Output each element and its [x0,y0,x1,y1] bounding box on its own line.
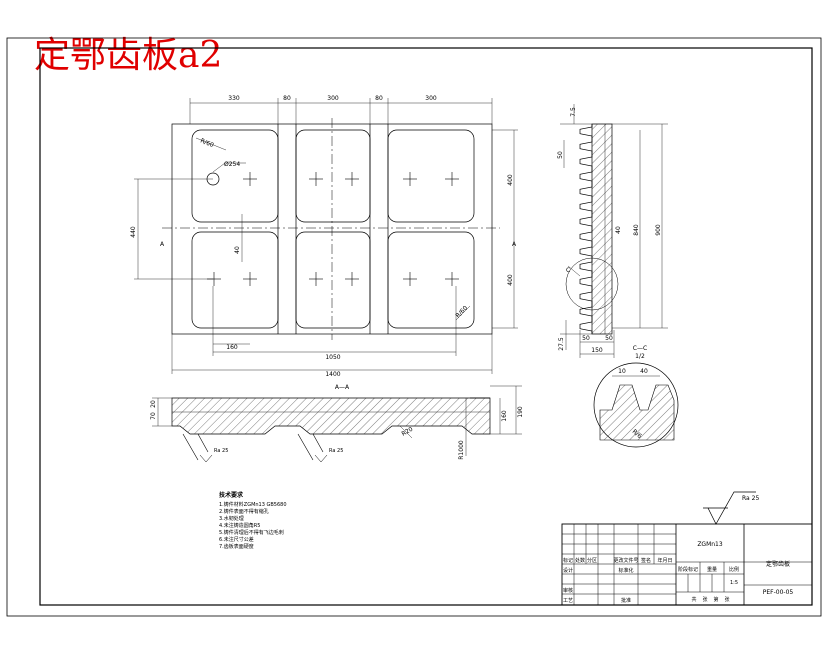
section-aa [171,397,491,463]
tb-row-label-5: 签名 [641,557,651,564]
dim-side-150: 150 [591,347,603,354]
roughness-2: Ra 25 [329,448,343,454]
pocket-bottom-middle [295,231,371,329]
title-block-texts: ZGMn13 定鄂齿板 PEF-00-05 1:5 标记 处数 分区 更改文件号… [563,541,793,604]
side-dimension-lines [563,104,668,358]
tb-row-label-4: 更改文件号 [613,557,638,564]
detail-dim-r: R/6 [631,428,643,440]
side-view [560,123,619,335]
hole-label: Ø254 [224,161,240,168]
section-aa-dimension-lines [152,385,522,456]
roughness-symbol [703,491,756,525]
tb-sheet-4: 张 [724,596,729,603]
dim-aa-r20: R20 [401,426,415,438]
detail-dim-40: 40 [640,368,648,375]
tb-sheet-2: 张 [702,596,707,603]
dim-top-4: 80 [375,95,383,102]
dim-side-27-5: 27.5 [558,337,565,351]
tb-row-label-2: 处数 [575,557,585,564]
title-block [561,523,813,606]
detail-dim-10: 10 [618,368,626,375]
dim-aa-70: 70 [150,412,157,420]
section-cc-label: C—C [633,345,647,352]
front-dimension-lines [134,98,518,374]
note-line-3: 3.水韧处理 [219,515,244,522]
title-block-part-name: 定鄂齿板 [766,560,790,568]
pocket-top-middle [295,129,371,223]
dim-440: 440 [130,226,137,238]
tb-row-label-6: 年月日 [657,557,672,564]
front-view [162,118,500,340]
title-block-scale: 1:5 [730,580,738,586]
sheet-outer-border [6,37,822,617]
corner-label-bottom: R/60 [454,305,469,320]
title-block-drawing-no: PEF-00-05 [763,589,794,596]
note-line-5: 5.铸件清理后不得有飞边毛刺 [219,529,284,536]
technical-notes: 技术要求 1.铸件材料ZGMn13 GB5680 2.铸件表面不得有缩孔 3.水… [219,491,287,550]
roughness-symbol-label: Ra 25 [742,495,759,502]
section-aa-texts: 70 20 160 190 R1000 R20 Ra 25 Ra 25 [150,400,524,460]
tb-left-label-3: 工艺 [563,598,573,604]
drawing-title-overlay: 定鄂齿板a2 [34,35,223,76]
tb-left-label-2: 审核 [563,587,573,594]
note-line-6: 6.未注尺寸公差 [219,536,254,543]
dim-side-7-5: 7.5 [570,107,577,117]
tb-stage-label-1: 阶段标记 [678,566,698,573]
dim-side-pitch: 50 [557,151,564,159]
dim-40: 40 [234,246,241,254]
tb-stage-label-2: 重量 [707,566,717,573]
tb-sheet-1: 共 [691,596,696,603]
detail-view [593,362,679,448]
roughness-1: Ra 25 [214,448,228,454]
front-dimension-texts: 330 80 300 80 300 1050 1400 160 440 400 … [130,95,517,378]
note-line-4: 4.未注铸造圆角R5 [219,522,260,529]
dim-side-inner: 40 [615,226,622,234]
tb-sheet-3: 第 [713,596,718,603]
dim-right-400-a: 400 [507,174,514,186]
dim-side-50-a: 50 [582,335,590,342]
dim-top-3: 300 [327,95,339,102]
tb-left-label-1: 设计 [563,567,573,574]
dim-aa-160: 160 [501,410,508,422]
note-line-2: 2.铸件表面不得有缩孔 [219,508,269,515]
notes-header: 技术要求 [219,491,244,499]
section-mark-right: A [512,241,517,248]
side-dimension-texts: 7.5 50 840 900 40 27.5 50 50 150 C C—C 1… [557,107,662,360]
dim-aa-r1000: R1000 [458,440,465,460]
tb-row-label-1: 标记 [563,557,573,564]
tb-left-label-4: 标准化 [618,567,633,574]
note-line-7: 7.齿板表面硬度 [219,543,254,550]
dim-side-840: 840 [633,224,640,236]
dim-160: 160 [226,344,238,351]
tb-row-label-3: 分区 [587,557,597,564]
title-block-material: ZGMn13 [697,541,723,548]
dim-top-5: 300 [425,95,437,102]
detail-circle-marker [565,257,619,311]
section-mark-left: A [160,241,165,248]
dim-right-400-b: 400 [507,274,514,286]
cross-marks [207,172,459,286]
dim-aa-190: 190 [517,406,524,418]
dim-aa-20: 20 [150,400,157,408]
dim-side-900: 900 [655,224,662,236]
detail-mark: C [566,267,570,274]
section-cc-scale: 1/2 [635,353,645,360]
dim-1050: 1050 [325,354,340,361]
dim-side-50-b: 50 [605,335,613,342]
dim-top-2: 80 [283,95,291,102]
section-aa-label: A—A [335,384,350,391]
dim-1400: 1400 [325,371,340,378]
tb-stage-label-3: 比例 [729,566,739,573]
note-line-1: 1.铸件材料ZGMn13 GB5680 [219,501,287,508]
sheet-inner-border [39,47,813,606]
tb-left-label-5: 批准 [621,597,631,604]
pocket-top-right [387,129,475,223]
corner-label: R/60 [199,137,215,149]
detail-texts: 10 40 R/6 [618,368,648,440]
dim-top-1: 330 [228,95,240,102]
